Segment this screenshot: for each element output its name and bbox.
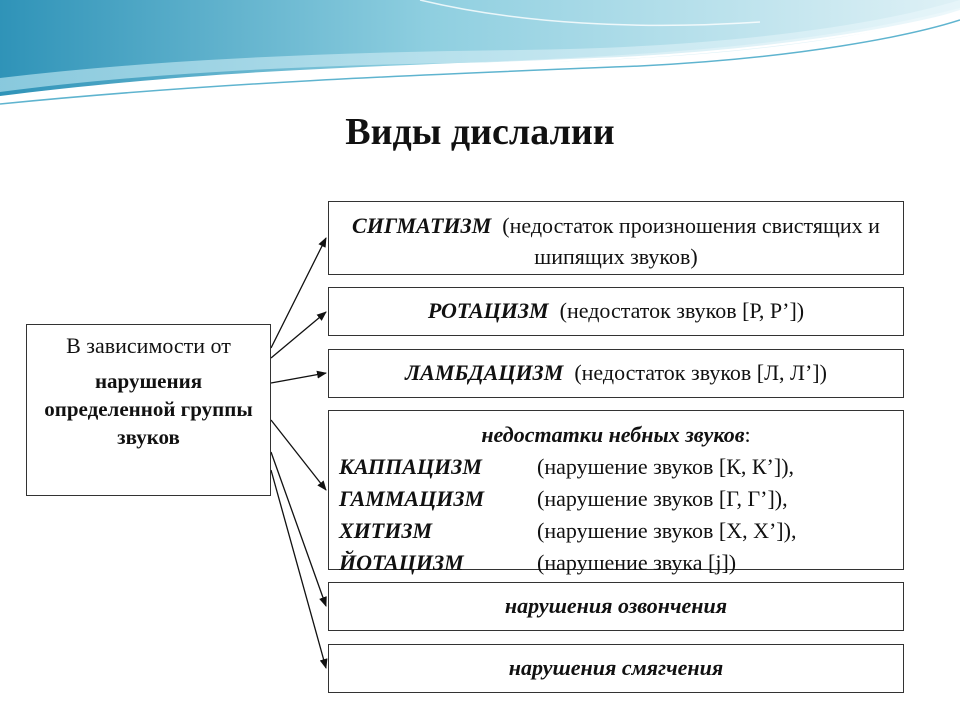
decorative-wave-banner <box>0 0 960 105</box>
softening-box: нарушения смягчения <box>328 644 904 693</box>
palatal-heading: недостатки небных звуков: <box>329 419 903 451</box>
palatal-heading-colon: : <box>744 422 751 447</box>
list-item: ГАММАЦИЗМ (нарушение звуков [Г, Г’]), <box>329 483 903 515</box>
sigmatism-box: СИГМАТИЗМ (недостаток произношения свист… <box>328 201 904 275</box>
rotacism-box: РОТАЦИЗМ (недостаток звуков [Р, Р’]) <box>328 287 904 336</box>
arrow-to-voicing <box>270 451 327 607</box>
iotacism-term: ЙОТАЦИЗМ <box>339 550 464 575</box>
list-item: ЙОТАЦИЗМ (нарушение звука [j]) <box>329 547 903 579</box>
arrow-to-palatal <box>270 419 327 491</box>
rotacism-desc: (недостаток звуков [Р, Р’]) <box>559 298 805 323</box>
chitism-desc: (нарушение звуков [Х, Х’]), <box>537 518 797 543</box>
rotacism-term: РОТАЦИЗМ <box>427 298 549 323</box>
sigmatism-term: СИГМАТИЗМ <box>352 213 492 238</box>
lambdacism-box: ЛАМБДАЦИЗМ (недостаток звуков [Л, Л’]) <box>328 349 904 398</box>
source-line2: нарушения определенной группы звуков <box>44 369 253 449</box>
lambdacism-term: ЛАМБДАЦИЗМ <box>405 360 564 385</box>
palatal-box: недостатки небных звуков: КАППАЦИЗМ (нар… <box>328 410 904 575</box>
gammacism-desc: (нарушение звуков [Г, Г’]), <box>537 486 788 511</box>
sigmatism-desc: (недостаток произношения свистящих и шип… <box>502 213 880 269</box>
palatal-heading-text: недостатки небных звуков <box>481 422 745 447</box>
arrow-to-lambdacism <box>270 370 327 384</box>
iotacism-desc: (нарушение звука [j]) <box>537 550 737 575</box>
chitism-term: ХИТИЗМ <box>339 518 433 543</box>
list-item: КАППАЦИЗМ (нарушение звуков [К, К’]), <box>329 451 903 483</box>
source-line1: В зависимости от <box>66 333 231 358</box>
lambdacism-desc: (недостаток звуков [Л, Л’]) <box>574 360 827 385</box>
gammacism-term: ГАММАЦИЗМ <box>339 486 485 511</box>
kappacism-desc: (нарушение звуков [К, К’]), <box>537 454 795 479</box>
arrow-to-sigmatism <box>270 237 327 349</box>
voicing-box: нарушения озвончения <box>328 582 904 631</box>
arrow-to-softening <box>270 469 328 669</box>
arrow-to-rotacism <box>270 311 327 359</box>
page-title: Виды дислалии <box>345 111 615 153</box>
list-item: ХИТИЗМ (нарушение звуков [Х, Х’]), <box>329 515 903 547</box>
source-box: В зависимости от нарушения определенной … <box>26 324 271 496</box>
kappacism-term: КАППАЦИЗМ <box>339 454 482 479</box>
